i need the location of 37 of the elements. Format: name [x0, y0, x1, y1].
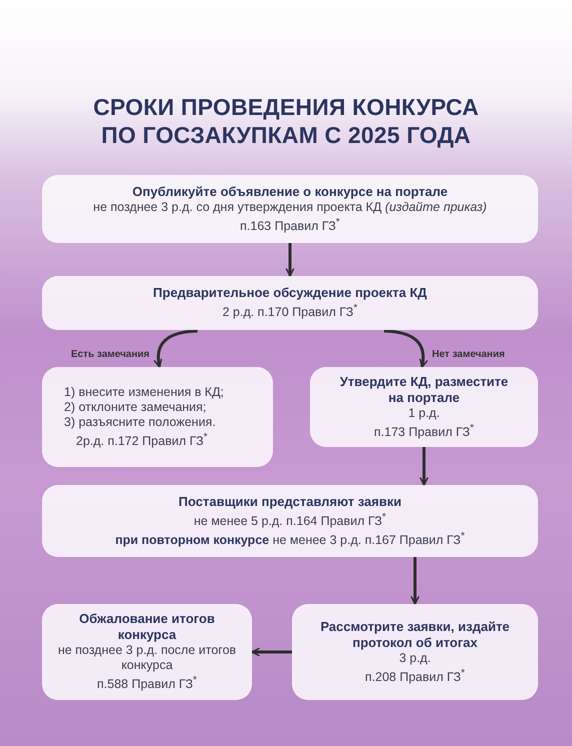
arrow: [286, 243, 294, 277]
process-box: [42, 367, 273, 467]
step-detail: 2р.д. п.172 Правил ГЗ$^{*}$: [75, 430, 208, 450]
step-heading: Рассмотрите заявки, издайте протокол об итогах: [319, 618, 511, 651]
process-box: [310, 367, 538, 447]
title: СРОКИ ПРОВЕДЕНИЯ КОНКУРСА ПО ГОСЗАКУПКАМ С 2025 ГОДА: [92, 93, 480, 149]
process-box: [42, 175, 538, 243]
step-detail: 1 р.д.: [408, 406, 440, 421]
step-heading: Поставщики представляют заявки: [178, 494, 402, 510]
step-detail: не менее 5 р.д. п.164 Правил ГЗ$^{*}$: [194, 510, 386, 529]
process-box: [42, 604, 252, 700]
arrow: [420, 447, 428, 486]
step-detail: 1) внесите изменения в КД;: [64, 384, 224, 400]
arrow: [154, 330, 198, 368]
arrow: [410, 557, 420, 605]
arrow: [251, 648, 292, 656]
step-detail: не позднее 3 р.д. после итогов конкурса: [56, 643, 238, 674]
process-box: [292, 604, 538, 700]
step-detail: 3) разъясните положения.: [64, 414, 216, 430]
step-detail: п.173 Правил ГЗ$^{*}$: [374, 422, 474, 440]
step-detail: 3 р.д.: [399, 650, 431, 666]
step-heading: Утвердите КД, разместите на портале: [339, 374, 509, 406]
step-heading: Опубликуйте объявление о конкурсе на портале: [132, 184, 448, 200]
process-box: [42, 276, 538, 330]
edge-label: Нет замечания: [432, 349, 505, 360]
step-heading: Предварительное обсуждение проекта КД: [153, 285, 427, 302]
step-detail: не позднее 3 р.д. со дня утверждения проекта КД (издайте приказ): [93, 200, 487, 215]
step-heading: Обжалование итогов конкурса: [78, 611, 216, 644]
step-detail: п.208 Правил ГЗ$^{*}$: [365, 666, 465, 686]
edge-label: Есть замечания: [70, 349, 150, 360]
step-detail: п.588 Правил ГЗ$^{*}$: [97, 674, 197, 693]
step-detail: 2) отклоните замечания;: [64, 400, 206, 415]
arrow: [384, 330, 428, 368]
step-detail: 2 р.д. п.170 Правил ГЗ$^{*}$: [222, 302, 358, 321]
step-detail: п.163 Правил ГЗ$^{*}$: [240, 216, 340, 234]
process-box: [42, 485, 538, 557]
step-detail: при повторном конкурсе не менее 3 р.д. п.167 Правил ГЗ$^{*}$: [115, 530, 465, 548]
